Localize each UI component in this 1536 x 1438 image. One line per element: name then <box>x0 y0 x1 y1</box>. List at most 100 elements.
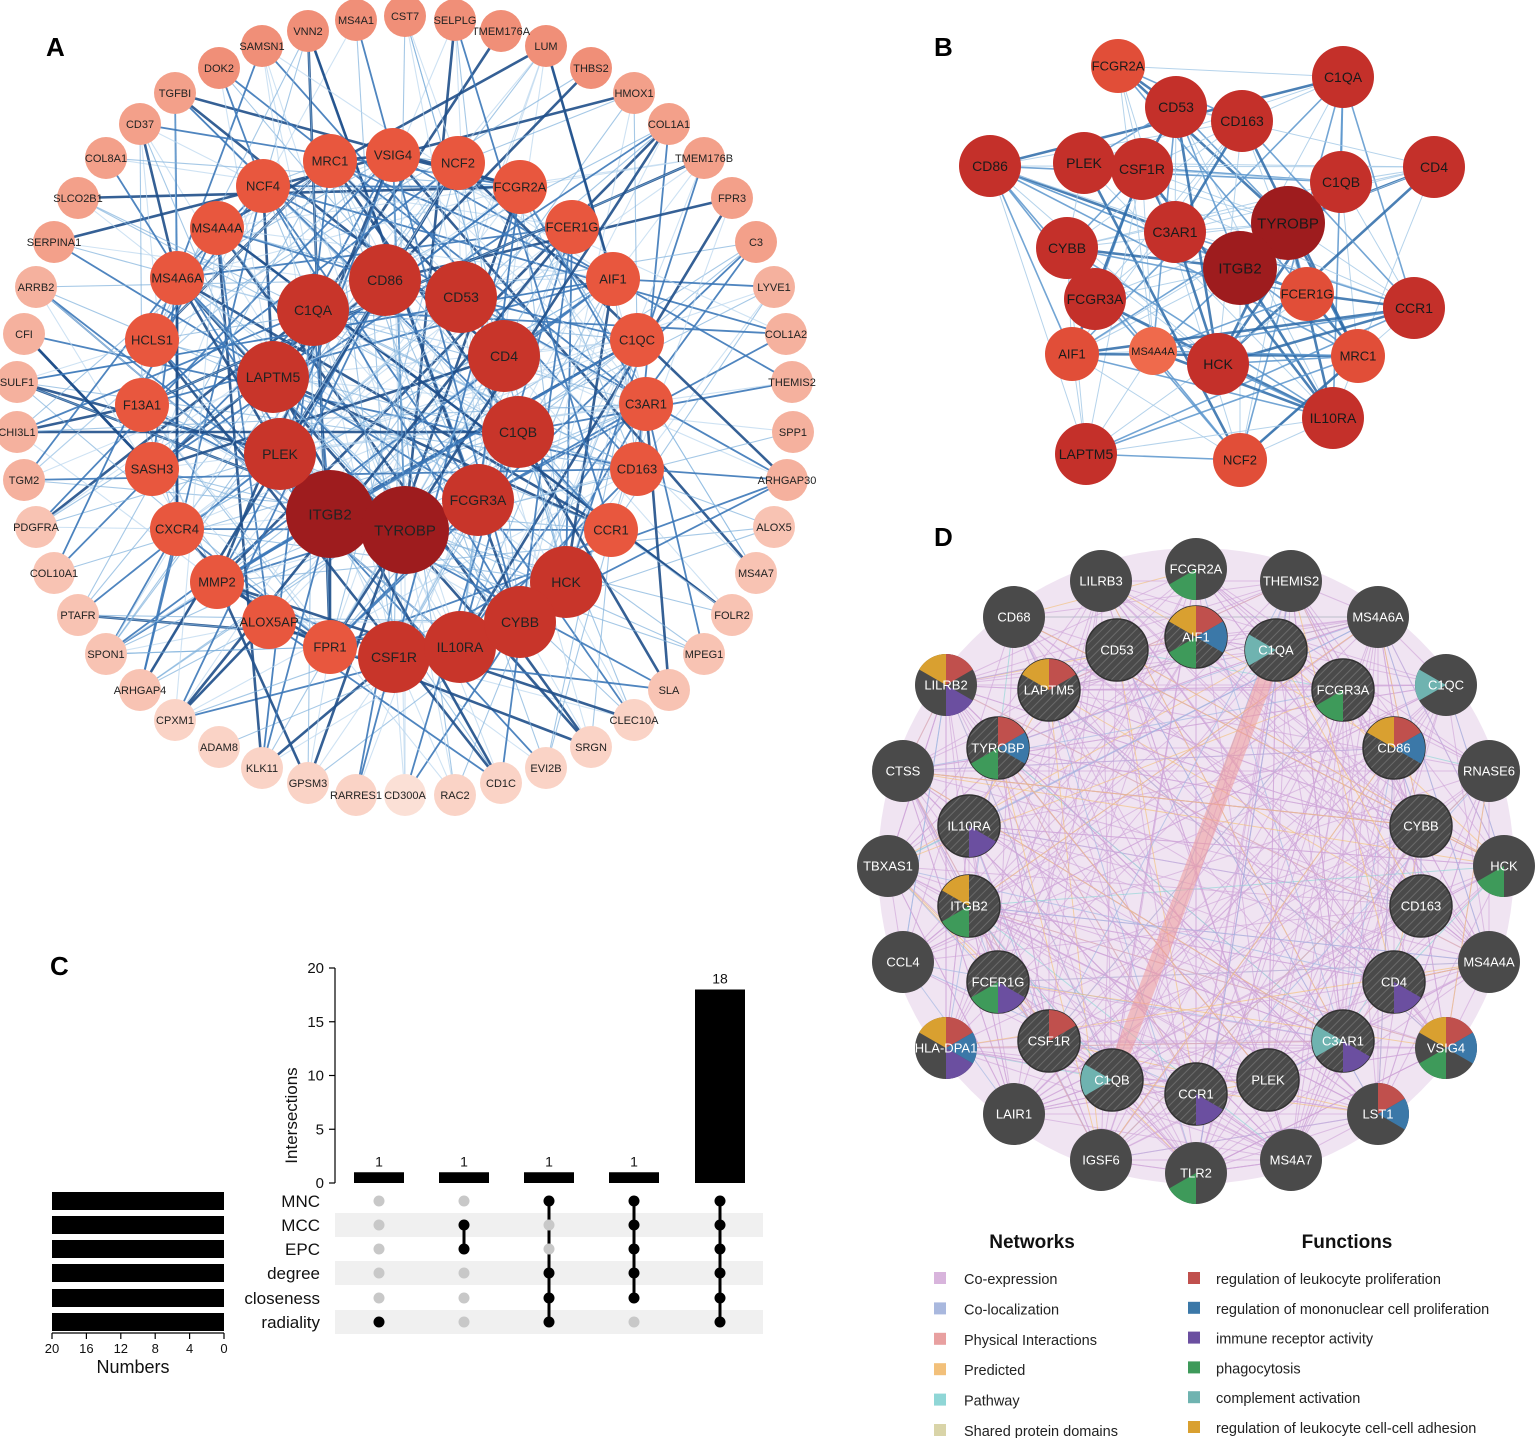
gene-node-label: LAPTM5 <box>1024 683 1075 698</box>
matrix-dot-empty <box>373 1195 385 1207</box>
panel-a-nodes: ITGB2TYROBPFCGR3ALAPTM5CD4C1QBPLEKC1QACD… <box>0 0 816 816</box>
node-circle <box>1403 136 1465 198</box>
node-circle <box>0 411 38 453</box>
matrix-dot-empty <box>458 1267 470 1279</box>
node-circle <box>1144 201 1206 263</box>
network-edge <box>1152 349 1334 420</box>
network-node: MS4A4A <box>1129 327 1177 375</box>
network-node: CYBB <box>484 586 556 658</box>
network-node: COL8A1 <box>85 137 127 179</box>
network-node: CD4 <box>468 320 540 392</box>
node-label: SULF1 <box>0 377 34 389</box>
matrix-dot-empty <box>458 1316 470 1328</box>
node-circle <box>150 251 204 305</box>
node-circle <box>303 620 357 674</box>
function-slice <box>946 1032 977 1064</box>
matrix-dot-empty <box>628 1316 640 1328</box>
node-label: FCGR3A <box>1067 291 1124 307</box>
network-node: CXCR4 <box>150 502 204 556</box>
y-tick-label: 15 <box>307 1014 324 1031</box>
network-node: SLCO2B1 <box>53 177 103 219</box>
function-slice <box>946 1017 973 1048</box>
gene-node: CTSS <box>872 740 934 802</box>
node-circle <box>366 128 420 182</box>
network-node: C3 <box>735 221 777 263</box>
gene-node-label: CD163 <box>1401 899 1441 914</box>
network-edge <box>384 278 614 281</box>
set-size-bar <box>52 1289 224 1307</box>
function-slice <box>1446 1032 1478 1064</box>
node-circle <box>584 503 638 557</box>
network-edge <box>139 528 178 691</box>
network-edge <box>997 747 1050 1042</box>
node-circle <box>119 669 161 711</box>
network-node: SASH3 <box>125 442 179 496</box>
network-edge <box>997 649 1277 983</box>
node-circle <box>198 47 240 89</box>
set-size-tick-label: 16 <box>79 1341 93 1356</box>
node-circle <box>480 10 522 52</box>
network-edge <box>1048 649 1277 691</box>
network-edge <box>1342 747 1395 1042</box>
node-label: MRC1 <box>312 154 349 169</box>
network-edge <box>565 339 638 583</box>
gene-node-label: TBXAS1 <box>863 859 913 874</box>
node-label: CCR1 <box>1395 300 1433 316</box>
network-edge <box>1100 961 1490 1161</box>
legend-function-item: regulation of mononuclear cell prolifera… <box>1188 1301 1489 1318</box>
network-edge <box>262 185 521 623</box>
network-edge <box>392 91 635 157</box>
node-circle <box>361 486 449 574</box>
legend-networks-title: Networks <box>989 1232 1075 1253</box>
node-circle <box>85 633 127 675</box>
node-label: CFI <box>15 329 33 341</box>
network-edge <box>887 865 1015 1115</box>
node-circle <box>613 699 655 741</box>
network-node: CHI3L1 <box>0 411 38 453</box>
gene-node: RNASE6 <box>1458 740 1520 802</box>
network-node: C1QA <box>1312 46 1374 108</box>
gene-node-label: CSF1R <box>1028 1034 1071 1049</box>
network-node: VNN2 <box>287 10 329 52</box>
network-node: C1QB <box>482 396 554 468</box>
node-label: CD86 <box>367 272 403 288</box>
network-edge <box>329 160 733 616</box>
node-label: NCF2 <box>441 156 475 171</box>
node-label: AIF1 <box>599 272 626 287</box>
node-circle <box>735 552 777 594</box>
node-circle <box>242 595 296 649</box>
network-node: CD300A <box>384 774 426 816</box>
network-node: KLK11 <box>241 747 283 789</box>
network-edge <box>218 67 274 378</box>
network-edge <box>1445 770 1490 1049</box>
node-label: IL10RA <box>1310 410 1357 426</box>
set-name-label: closeness <box>244 1289 320 1308</box>
network-node: FCGR2A <box>493 160 547 214</box>
legend-label: immune receptor activity <box>1216 1332 1374 1348</box>
network-edge <box>454 19 612 531</box>
gene-node: LST1 <box>1347 1083 1410 1145</box>
node-circle <box>619 377 673 431</box>
gene-node-label: ITGB2 <box>950 899 988 914</box>
node-label: TMEM176B <box>675 153 733 165</box>
network-node: MS4A7 <box>735 552 777 594</box>
network-edge <box>902 770 999 983</box>
legend-function-item: regulation of leukocyte cell-cell adhesi… <box>1188 1421 1476 1437</box>
gene-node-label: FCGR2A <box>1170 562 1223 577</box>
node-label: SPP1 <box>779 427 807 439</box>
function-slice <box>1169 637 1196 668</box>
gene-node-label: LILRB3 <box>1079 574 1122 589</box>
node-circle <box>586 252 640 306</box>
node-label: FCER1G <box>1281 287 1334 302</box>
network-edge <box>997 825 1422 983</box>
legend-swatch <box>1188 1301 1200 1314</box>
node-label: C3AR1 <box>625 397 667 412</box>
network-node: SPON1 <box>85 633 127 675</box>
node-label: CHI3L1 <box>0 427 36 439</box>
node-label: SASH3 <box>131 462 174 477</box>
intersection-bar <box>524 1172 574 1183</box>
network-node: HCK <box>1187 333 1249 395</box>
node-label: LAPTM5 <box>1059 446 1114 462</box>
